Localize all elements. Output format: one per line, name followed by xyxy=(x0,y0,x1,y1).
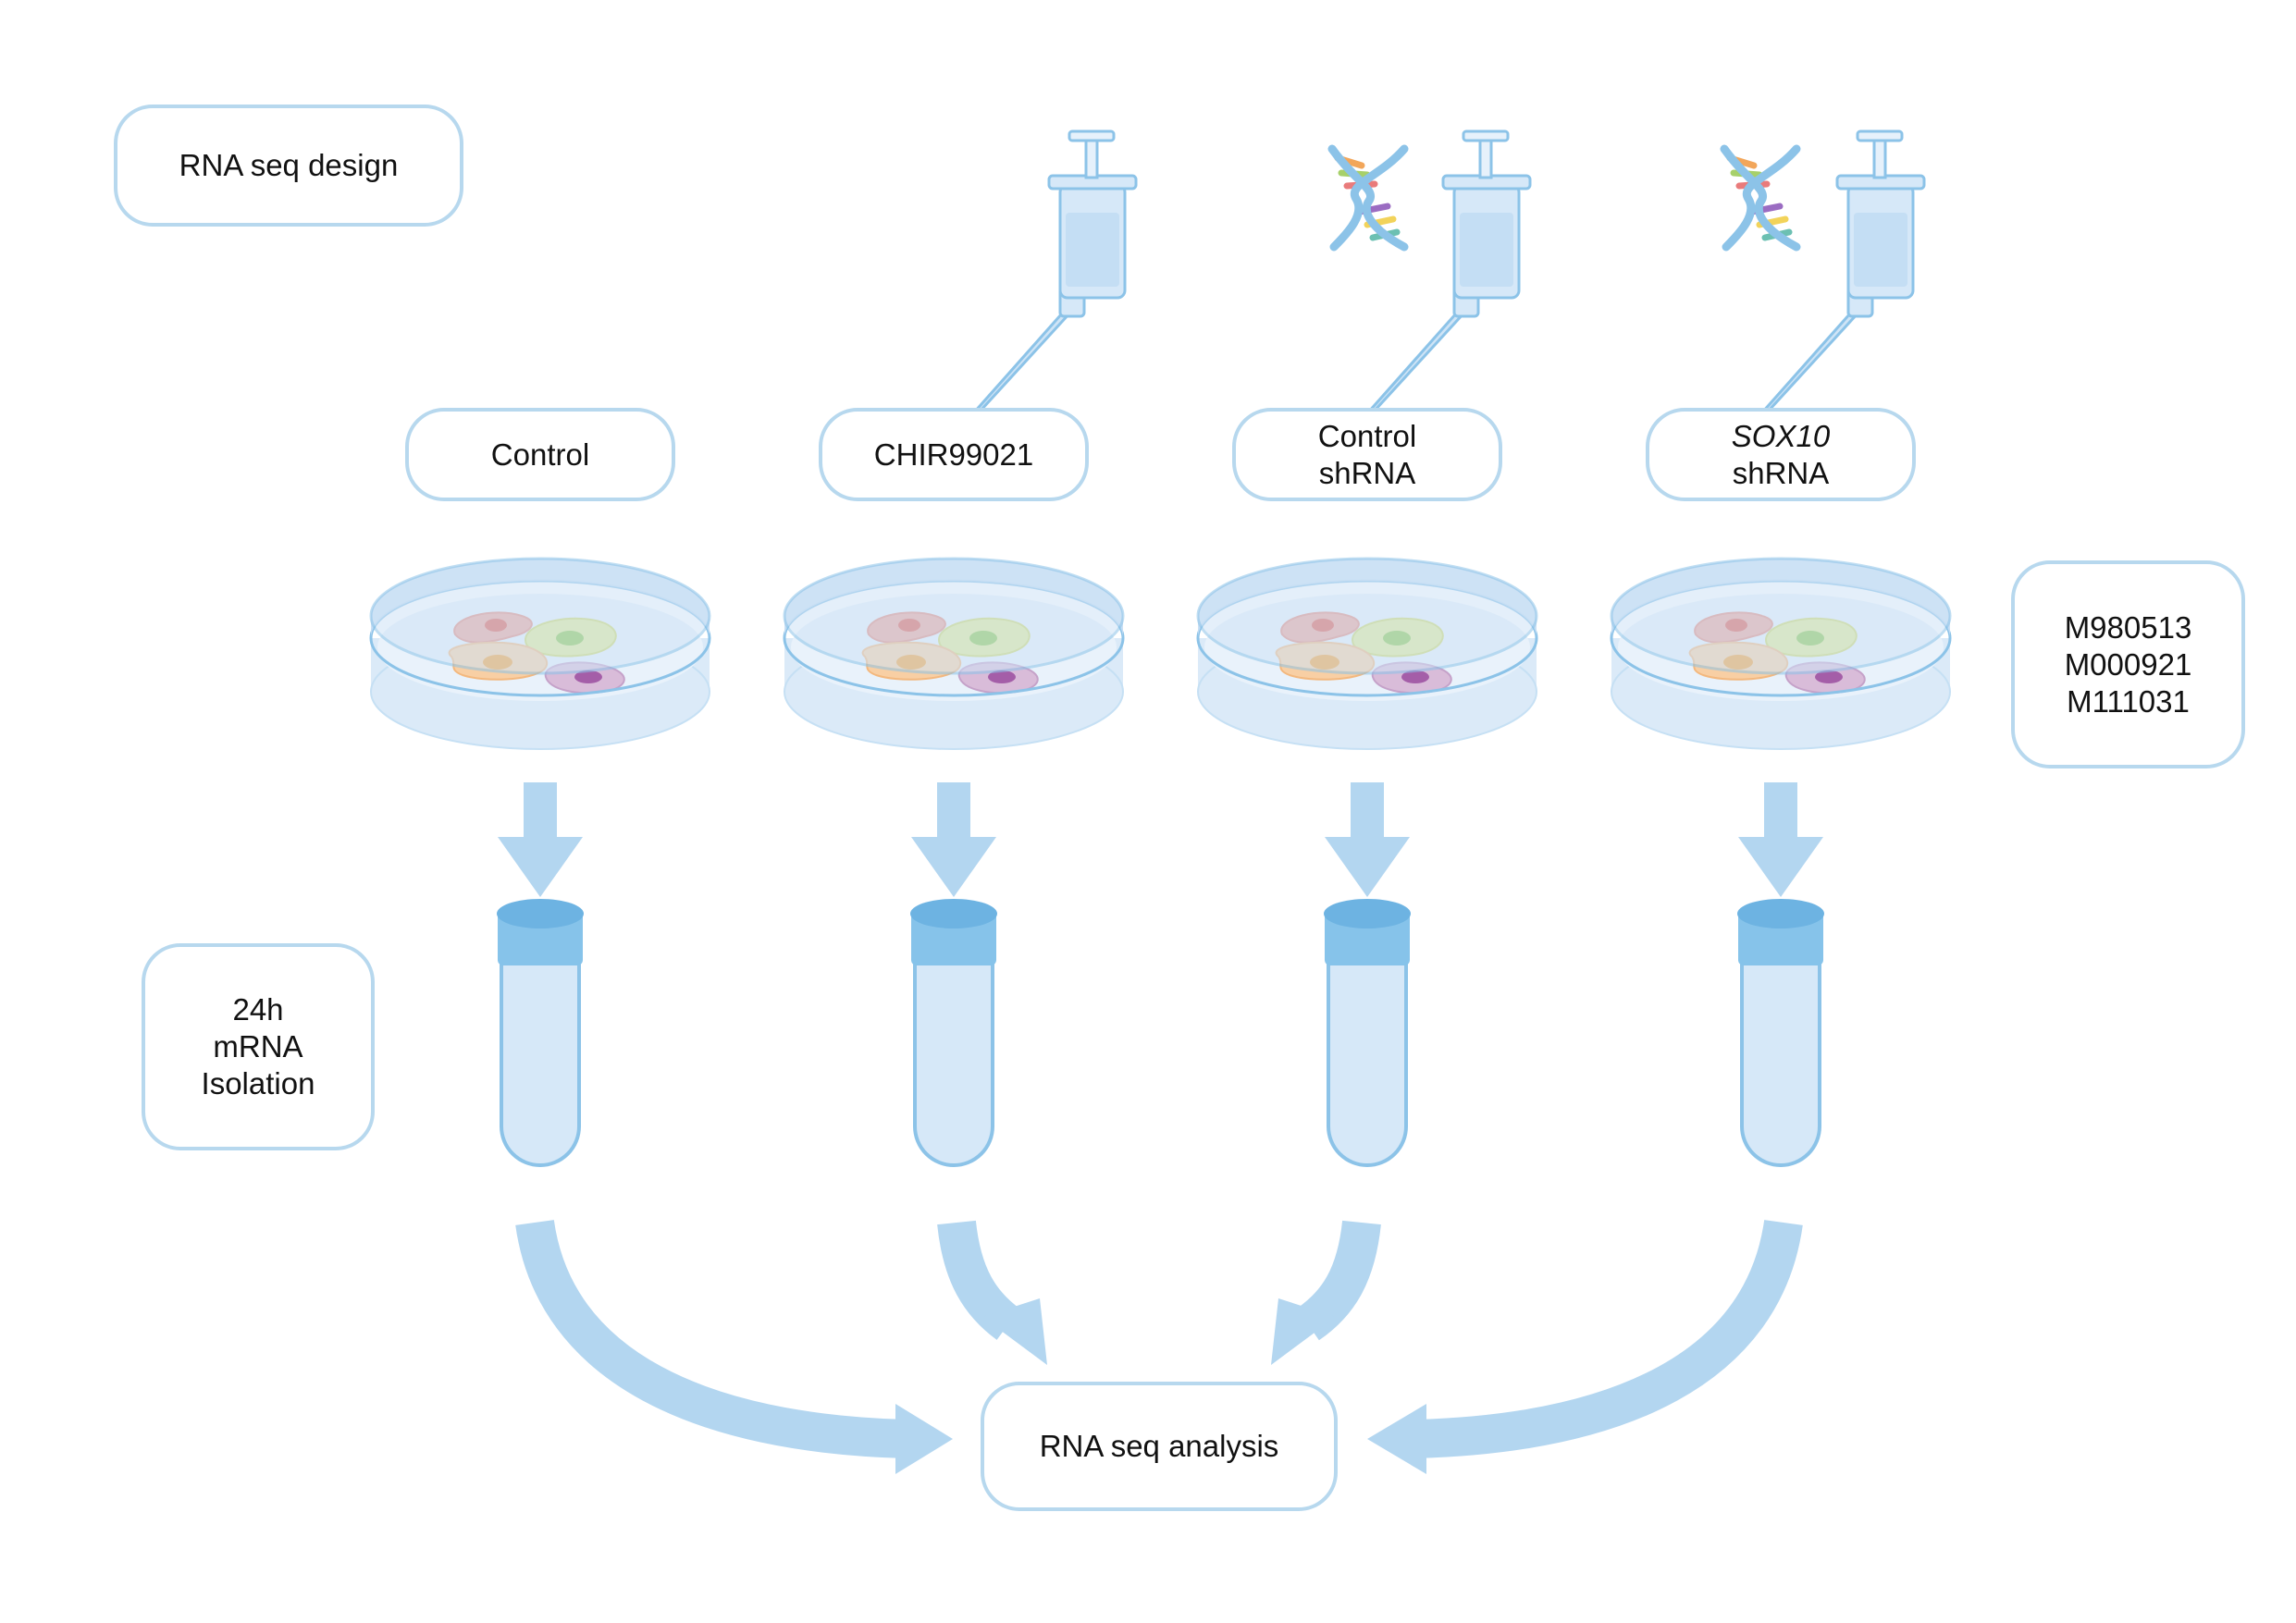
condition-label-line1: Control xyxy=(1317,418,1417,453)
test-tube-icon xyxy=(1735,897,1826,1167)
test-tube-icon xyxy=(908,897,999,1167)
petri-dish-icon xyxy=(783,557,1125,751)
dna-icon xyxy=(1332,149,1404,247)
down-arrows xyxy=(498,782,1823,897)
petri-dish-icon xyxy=(1196,557,1538,751)
merge-arrow-heads xyxy=(895,1298,1426,1474)
syringe-icon xyxy=(954,129,1138,438)
condition-label-line2: shRNA xyxy=(1318,455,1416,490)
petri-dish-icon xyxy=(369,557,711,751)
merge-arrows xyxy=(515,1219,1803,1458)
cell-line-label: M111031 xyxy=(2067,683,2190,719)
cell-lines-box: M980513 M000921 M111031 xyxy=(2011,560,2245,768)
test-tube-icon xyxy=(495,897,586,1167)
curve-arrow-2 xyxy=(937,1220,1020,1340)
condition-label-line2: shRNA xyxy=(1732,455,1830,490)
analysis-box: RNA seq analysis xyxy=(981,1382,1338,1511)
cell-line-label: M980513 xyxy=(2064,609,2192,645)
test-tube-icon xyxy=(1322,897,1413,1167)
down-arrow xyxy=(911,782,996,897)
syringe-icon xyxy=(1742,129,1926,438)
title-box: RNA seq design xyxy=(114,105,463,227)
curve-arrow-3 xyxy=(1296,1220,1381,1341)
condition-label: CHIR99021 xyxy=(873,436,1034,472)
down-arrow xyxy=(1738,782,1823,897)
down-arrow xyxy=(1325,782,1410,897)
condition-box-control: Control xyxy=(405,408,675,501)
title-text: RNA seq design xyxy=(179,148,399,182)
cell-line-label: M000921 xyxy=(2064,646,2192,682)
analysis-text: RNA seq analysis xyxy=(1039,1429,1279,1463)
isolation-line3: Isolation xyxy=(201,1066,315,1100)
down-arrow xyxy=(498,782,583,897)
condition-box-sox10-shrna: SOX10 shRNA xyxy=(1646,408,1916,501)
curve-arrow-1 xyxy=(515,1219,907,1458)
condition-box-control-shrna: Control shRNA xyxy=(1232,408,1502,501)
isolation-line1: 24h xyxy=(232,992,284,1027)
condition-label: Control xyxy=(490,436,590,472)
isolation-box: 24h mRNA Isolation xyxy=(142,943,375,1150)
condition-box-chir99021: CHIR99021 xyxy=(819,408,1089,501)
condition-label-line1: SOX10 xyxy=(1731,418,1831,453)
isolation-line2: mRNA xyxy=(213,1029,303,1064)
dna-icon xyxy=(1724,149,1796,247)
curve-arrow-4 xyxy=(1414,1219,1803,1458)
petri-dish-icon xyxy=(1610,557,1952,751)
